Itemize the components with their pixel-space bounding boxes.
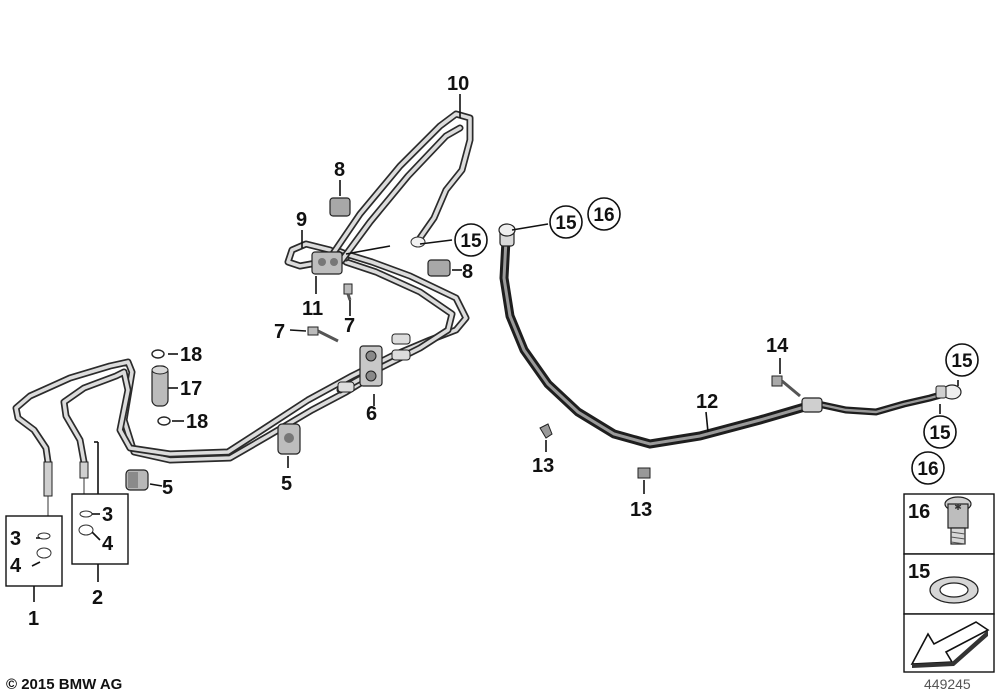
svg-text:15: 15	[929, 423, 951, 444]
legend-label-15: 15	[908, 561, 930, 583]
callout-15-right-middle: 15	[923, 415, 957, 449]
label-1: 1	[28, 608, 39, 630]
svg-text:15: 15	[555, 213, 577, 234]
o-ring-18-top	[151, 349, 165, 359]
label-8-top: 8	[334, 159, 345, 181]
svg-text:✱: ✱	[954, 502, 962, 512]
label-18-top: 18	[180, 344, 202, 366]
label-13-left: 13	[532, 455, 554, 477]
label-12: 12	[696, 391, 718, 413]
legend-label-16: 16	[908, 501, 930, 523]
holder-5-left	[125, 469, 149, 491]
banjo-bolt-16-icon: ✱	[944, 496, 972, 545]
screw-7	[307, 283, 353, 343]
legend-panel: ✱	[903, 493, 995, 673]
clip-8	[329, 197, 451, 277]
label-10: 10	[447, 73, 469, 95]
label-2: 2	[92, 587, 103, 609]
label-7-left: 7	[274, 321, 285, 343]
label-3-box1: 3	[10, 528, 21, 550]
label-4-box2: 4	[102, 533, 114, 555]
label-7-right: 7	[344, 315, 355, 337]
callout-16-upper: 16	[587, 197, 621, 231]
image-number: 449245	[924, 676, 971, 692]
label-13-right: 13	[630, 499, 652, 521]
label-17: 17	[180, 378, 202, 400]
svg-text:16: 16	[917, 459, 938, 480]
clip-11	[311, 251, 343, 275]
clip-6	[337, 333, 411, 393]
grommet-17	[151, 365, 169, 407]
label-6: 6	[366, 403, 377, 425]
part-2-box	[71, 493, 129, 565]
svg-text:15: 15	[460, 231, 482, 252]
clip-13	[539, 423, 651, 479]
label-5-middle: 5	[281, 473, 292, 495]
direction-arrow-icon	[910, 621, 990, 668]
label-3-box2: 3	[102, 504, 113, 526]
callout-15-upper-left: 15	[454, 223, 488, 257]
svg-text:15: 15	[951, 351, 973, 372]
label-8-right: 8	[462, 261, 473, 283]
label-9: 9	[296, 209, 307, 231]
callout-15-upper-right: 15	[549, 205, 583, 239]
label-14: 14	[766, 335, 789, 357]
sealing-ring-15-icon	[929, 576, 979, 604]
o-ring-18-bottom	[157, 416, 171, 426]
holder-5-middle	[277, 423, 301, 455]
label-11: 11	[302, 298, 323, 320]
hose-12	[498, 223, 962, 449]
part-1-box	[5, 515, 63, 587]
label-4-box1: 4	[10, 555, 22, 577]
pipe-10	[326, 110, 474, 264]
callout-16-right: 16	[911, 451, 945, 485]
leader-lines	[31, 94, 959, 567]
copyright-notice: © 2015 BMW AG	[6, 676, 123, 693]
label-5-left: 5	[162, 477, 173, 499]
pipe-bundle-left	[12, 246, 470, 466]
callout-15-right-top: 15	[945, 343, 979, 377]
screw-14	[771, 375, 801, 398]
svg-text:16: 16	[593, 205, 614, 226]
label-18-bottom: 18	[186, 411, 208, 433]
